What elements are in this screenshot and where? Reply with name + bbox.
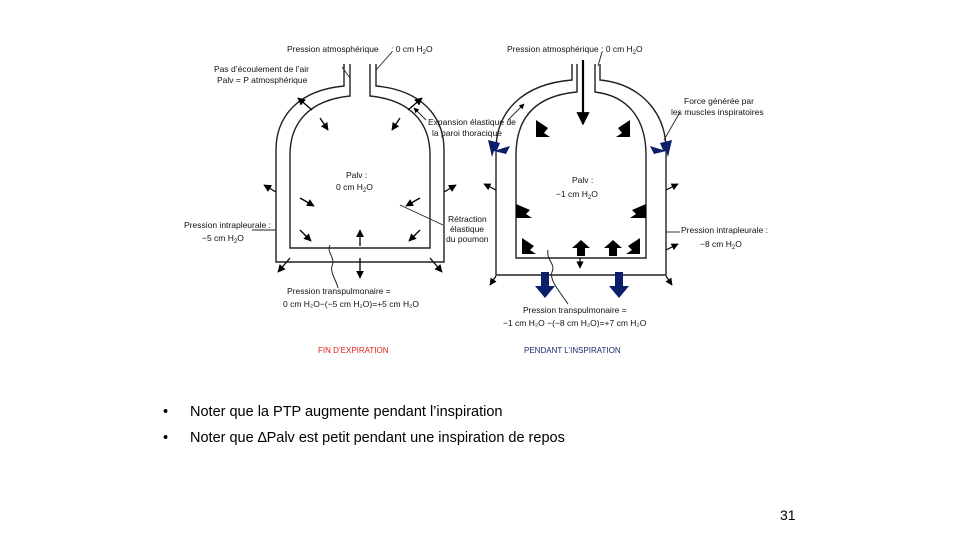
muscle-arrow-right: [650, 140, 672, 157]
left-panel: Pression atmosphérique : 0 cm H2O Pas d’…: [184, 44, 489, 355]
bullet-symbol: •: [163, 430, 169, 446]
bullet-text: Noter que ∆Palv est petit pendant une in…: [190, 430, 565, 446]
right-force-pointer: [663, 111, 681, 141]
right-force-line2: les muscles inspiratoires: [671, 107, 764, 117]
right-thick-arrows: [516, 120, 646, 256]
right-palv-value: −1 cm H2O: [556, 189, 598, 201]
right-atm-pointer: [597, 51, 603, 67]
bullet-item: • Noter que ∆Palv est petit pendant une …: [163, 425, 565, 451]
page-number: 31: [780, 507, 796, 523]
right-palv-label: Palv :: [572, 175, 593, 185]
left-atm-pointer: [375, 51, 393, 71]
left-chestwall-arrows: [263, 97, 457, 279]
muscle-arrow-left: [488, 140, 510, 157]
bullet-item: • Noter que la PTP augmente pendant l’in…: [163, 399, 565, 425]
left-palv-label: Palv :: [346, 170, 367, 180]
left-recoil-line1: Rétraction: [448, 214, 487, 224]
left-atm-label: Pression atmosphérique: [287, 44, 379, 54]
right-ptp-label: Pression transpulmonaire =: [523, 305, 627, 315]
left-lung: [289, 64, 431, 249]
left-recoil-line3: du poumon: [446, 234, 489, 244]
bullet-text: Noter que la PTP augmente pendant l’insp…: [190, 404, 503, 420]
elastic-line2: la paroi thoracique: [432, 128, 502, 138]
elastic-expansion-label: Expansion élastique de la paroi thoraciq…: [413, 103, 525, 138]
left-no-flow-pointer: [341, 66, 351, 79]
elastic-pointer-right: [507, 103, 525, 121]
right-ptp-pointer-line: [547, 249, 569, 305]
left-ptp-label: Pression transpulmonaire =: [287, 286, 391, 296]
elastic-pointer-left: [413, 107, 427, 121]
bullet-list: • Noter que la PTP augmente pendant l’in…: [163, 399, 565, 451]
left-atm-value: : 0 cm H2O: [391, 44, 433, 56]
left-no-flow-line2: Palv = P atmosphérique: [217, 75, 308, 85]
left-caption: FIN D’EXPIRATION: [318, 346, 389, 355]
left-recoil-pointer: [399, 204, 444, 226]
left-recoil-line2: élastique: [450, 224, 484, 234]
elastic-line1: Expansion élastique de: [428, 117, 516, 127]
right-caption: PENDANT L’INSPIRATION: [524, 346, 621, 355]
right-chest-wall: [495, 64, 667, 276]
right-force-line1: Force générée par: [684, 96, 754, 106]
pleural-pressure-diagram: Pression atmosphérique : 0 cm H2O Pas d’…: [184, 44, 768, 355]
left-palv-value: 0 cm H2O: [336, 182, 373, 194]
right-atm-label: Pression atmosphérique : 0 cm H2O: [507, 44, 643, 56]
muscle-arrow-down-right: [609, 272, 629, 298]
right-ptp-formula: −1 cm H₂O −(−8 cm H₂O)=+7 cm H₂O: [503, 318, 647, 328]
muscle-force-arrows: [488, 140, 672, 298]
right-lung: [515, 64, 647, 259]
left-no-flow-line1: Pas d’écoulement de l’air: [214, 64, 309, 74]
right-panel: Pression atmosphérique : 0 cm H2O Force …: [483, 44, 768, 355]
bullet-symbol: •: [163, 404, 169, 420]
right-thin-arrows: [483, 183, 679, 286]
right-intrapleural-value: −8 cm H2O: [700, 239, 742, 251]
left-intrapleural-value: −5 cm H2O: [202, 233, 244, 245]
left-ptp-formula: 0 cm H₂O−(−5 cm H₂O)=+5 cm H₂O: [283, 299, 419, 309]
left-ptp-pointer-line: [328, 244, 339, 289]
left-intrapleural-label: Pression intrapleurale :: [184, 220, 271, 230]
right-intrapleural-label: Pression intrapleurale :: [681, 225, 768, 235]
muscle-arrow-down-left: [535, 272, 555, 298]
